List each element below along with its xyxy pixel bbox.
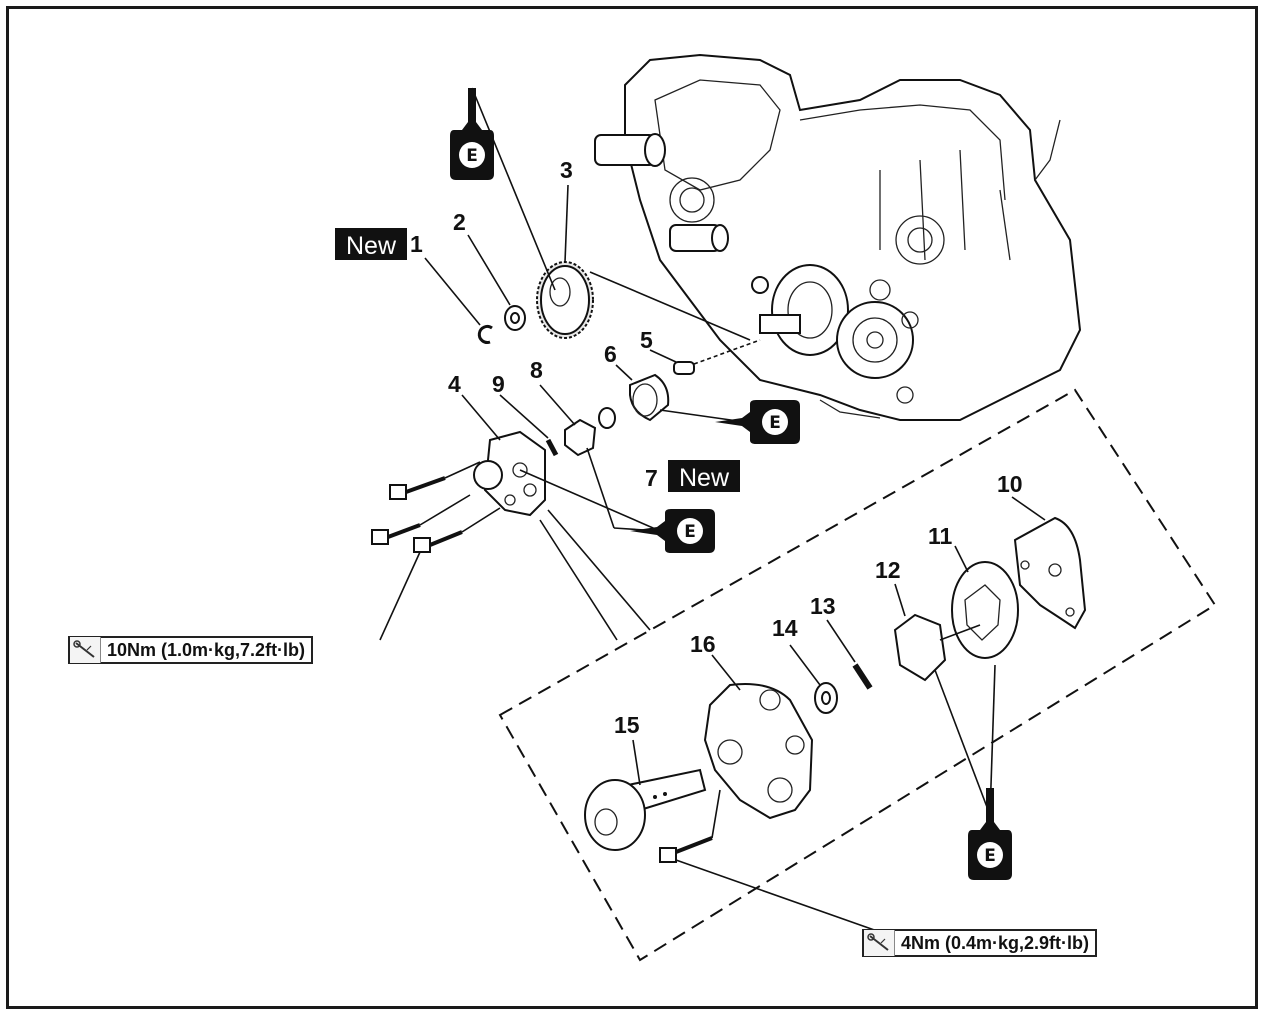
torque-wrench-icon: [864, 930, 895, 956]
part-12-inner-rotor: [893, 613, 947, 682]
svg-text:New: New: [679, 464, 730, 492]
new-badge: New: [668, 460, 740, 492]
part-label-3: 3: [560, 157, 573, 183]
part-4-oil-pump-assembly: [473, 430, 546, 517]
part-label-1: 1: [410, 231, 423, 257]
part-label-14: 14: [772, 615, 798, 641]
part-label-16: 16: [690, 631, 716, 657]
oil-can-icon: E: [450, 88, 494, 180]
part-label-12: 12: [875, 557, 901, 583]
part-1-circlip: [477, 324, 493, 344]
part-13-pin: [852, 663, 873, 690]
svg-text:E: E: [769, 413, 781, 433]
oil-can-icon: E: [715, 400, 800, 444]
part-2-washer: [504, 305, 526, 331]
svg-text:E: E: [466, 146, 478, 166]
part-3-pump-drive-gear: [536, 261, 594, 339]
part-label-13: 13: [810, 593, 836, 619]
part-5-pin: [673, 361, 695, 375]
part-11-outer-rotor: [951, 561, 1019, 659]
part-14-washer: [814, 682, 838, 714]
part-label-10: 10: [997, 471, 1023, 497]
part-label-2: 2: [453, 209, 466, 235]
new-badge: New: [335, 228, 407, 260]
part-15-pump-shaft-gear: [584, 768, 707, 851]
torque-value-lower: 4Nm (0.4m·kg,2.9ft·lb): [901, 932, 1090, 953]
torque-spec-lower: 4Nm (0.4m·kg,2.9ft·lb): [862, 929, 1098, 957]
part-label-15: 15: [614, 712, 640, 738]
svg-text:New: New: [346, 232, 397, 260]
torque-spec-upper: 10Nm (1.0m·kg,7.2ft·lb): [68, 636, 314, 664]
cover-bolt: [659, 836, 713, 863]
part-label-7: 7: [645, 465, 658, 491]
torque-value-upper: 10Nm (1.0m·kg,7.2ft·lb): [107, 639, 306, 660]
svg-text:E: E: [684, 522, 696, 542]
part-label-6: 6: [604, 341, 617, 367]
svg-text:E: E: [984, 846, 996, 866]
part-6-rotor: [629, 373, 670, 422]
part-10-pump-cover: [1013, 516, 1087, 630]
torque-wrench-icon: [70, 637, 101, 663]
part-label-8: 8: [530, 357, 543, 383]
part-label-5: 5: [640, 327, 653, 353]
oil-can-icon: E: [630, 509, 715, 553]
part-16-pump-housing: [703, 683, 814, 820]
engine-crankcase: [594, 53, 1082, 421]
part-label-4: 4: [448, 371, 461, 397]
oil-pump-detail-box: [498, 388, 1217, 962]
part-8-inner-rotor: [564, 418, 597, 457]
part-label-11: 11: [928, 523, 953, 549]
pump-mounting-bolts: [371, 476, 463, 553]
part-label-9: 9: [492, 371, 505, 397]
part-7-o-ring: [598, 407, 616, 429]
oil-can-icon: E: [968, 788, 1012, 880]
part-9-pin: [545, 438, 559, 457]
